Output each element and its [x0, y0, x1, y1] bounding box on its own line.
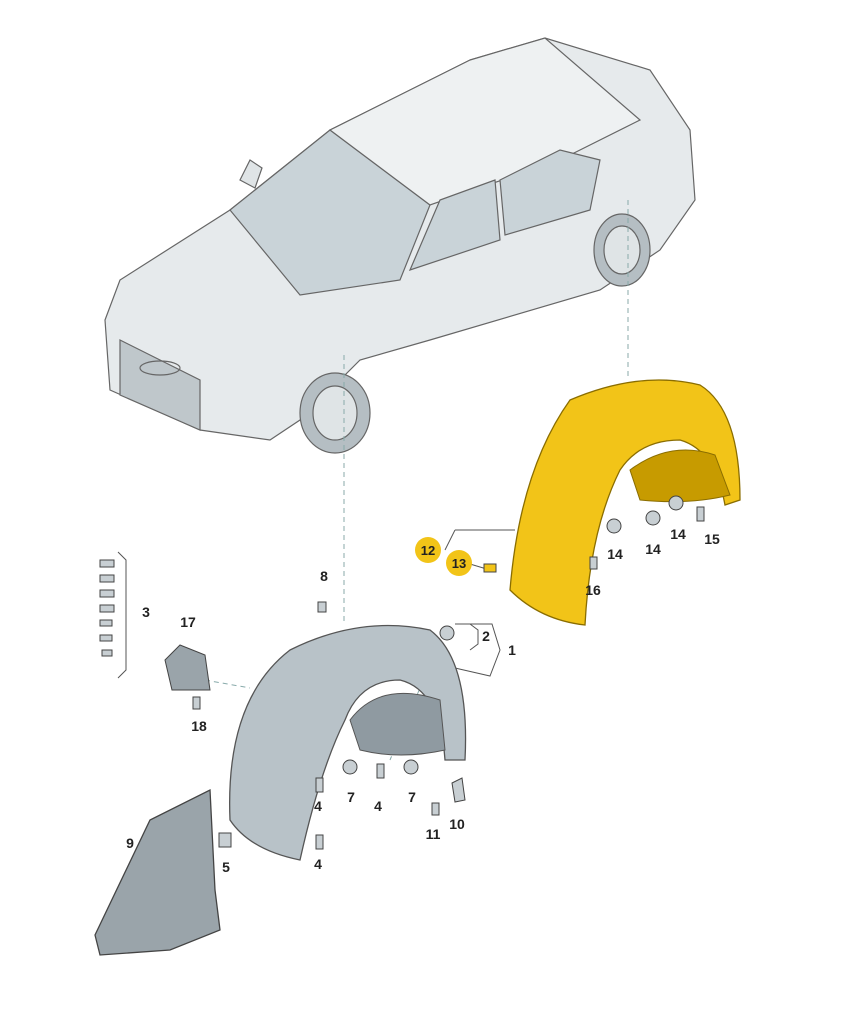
- callout-5: 5: [222, 859, 230, 875]
- callout-1: 1: [508, 642, 516, 658]
- callout-11: 11: [425, 826, 441, 842]
- callout-3: 3: [142, 604, 150, 620]
- callout-7: 7: [408, 789, 416, 805]
- callout-7: 7: [347, 789, 355, 805]
- callout-18: 18: [191, 718, 207, 734]
- callout-4: 4: [314, 798, 322, 814]
- callout-17: 17: [180, 614, 196, 630]
- callout-4: 4: [314, 856, 322, 872]
- callout-14: 14: [645, 541, 661, 557]
- callout-9: 9: [126, 835, 134, 851]
- front-wheel-liner: [228, 624, 467, 861]
- callout-14: 14: [670, 526, 686, 542]
- fasteners: [99, 495, 705, 850]
- splash-shield: [94, 788, 221, 956]
- callout-10: 10: [449, 816, 465, 832]
- callout-8: 8: [320, 568, 328, 584]
- car-illustration: [104, 37, 696, 454]
- rear-wheel-liner-highlighted: [509, 379, 741, 626]
- callout-16: 16: [585, 582, 601, 598]
- callout-13-highlighted: 13: [446, 550, 472, 576]
- callout-15: 15: [704, 531, 720, 547]
- bracket-17: [164, 644, 211, 691]
- callout-2: 2: [482, 628, 490, 644]
- callout-4: 4: [374, 798, 382, 814]
- callout-12-highlighted: 12: [415, 537, 441, 563]
- callout-14: 14: [607, 546, 623, 562]
